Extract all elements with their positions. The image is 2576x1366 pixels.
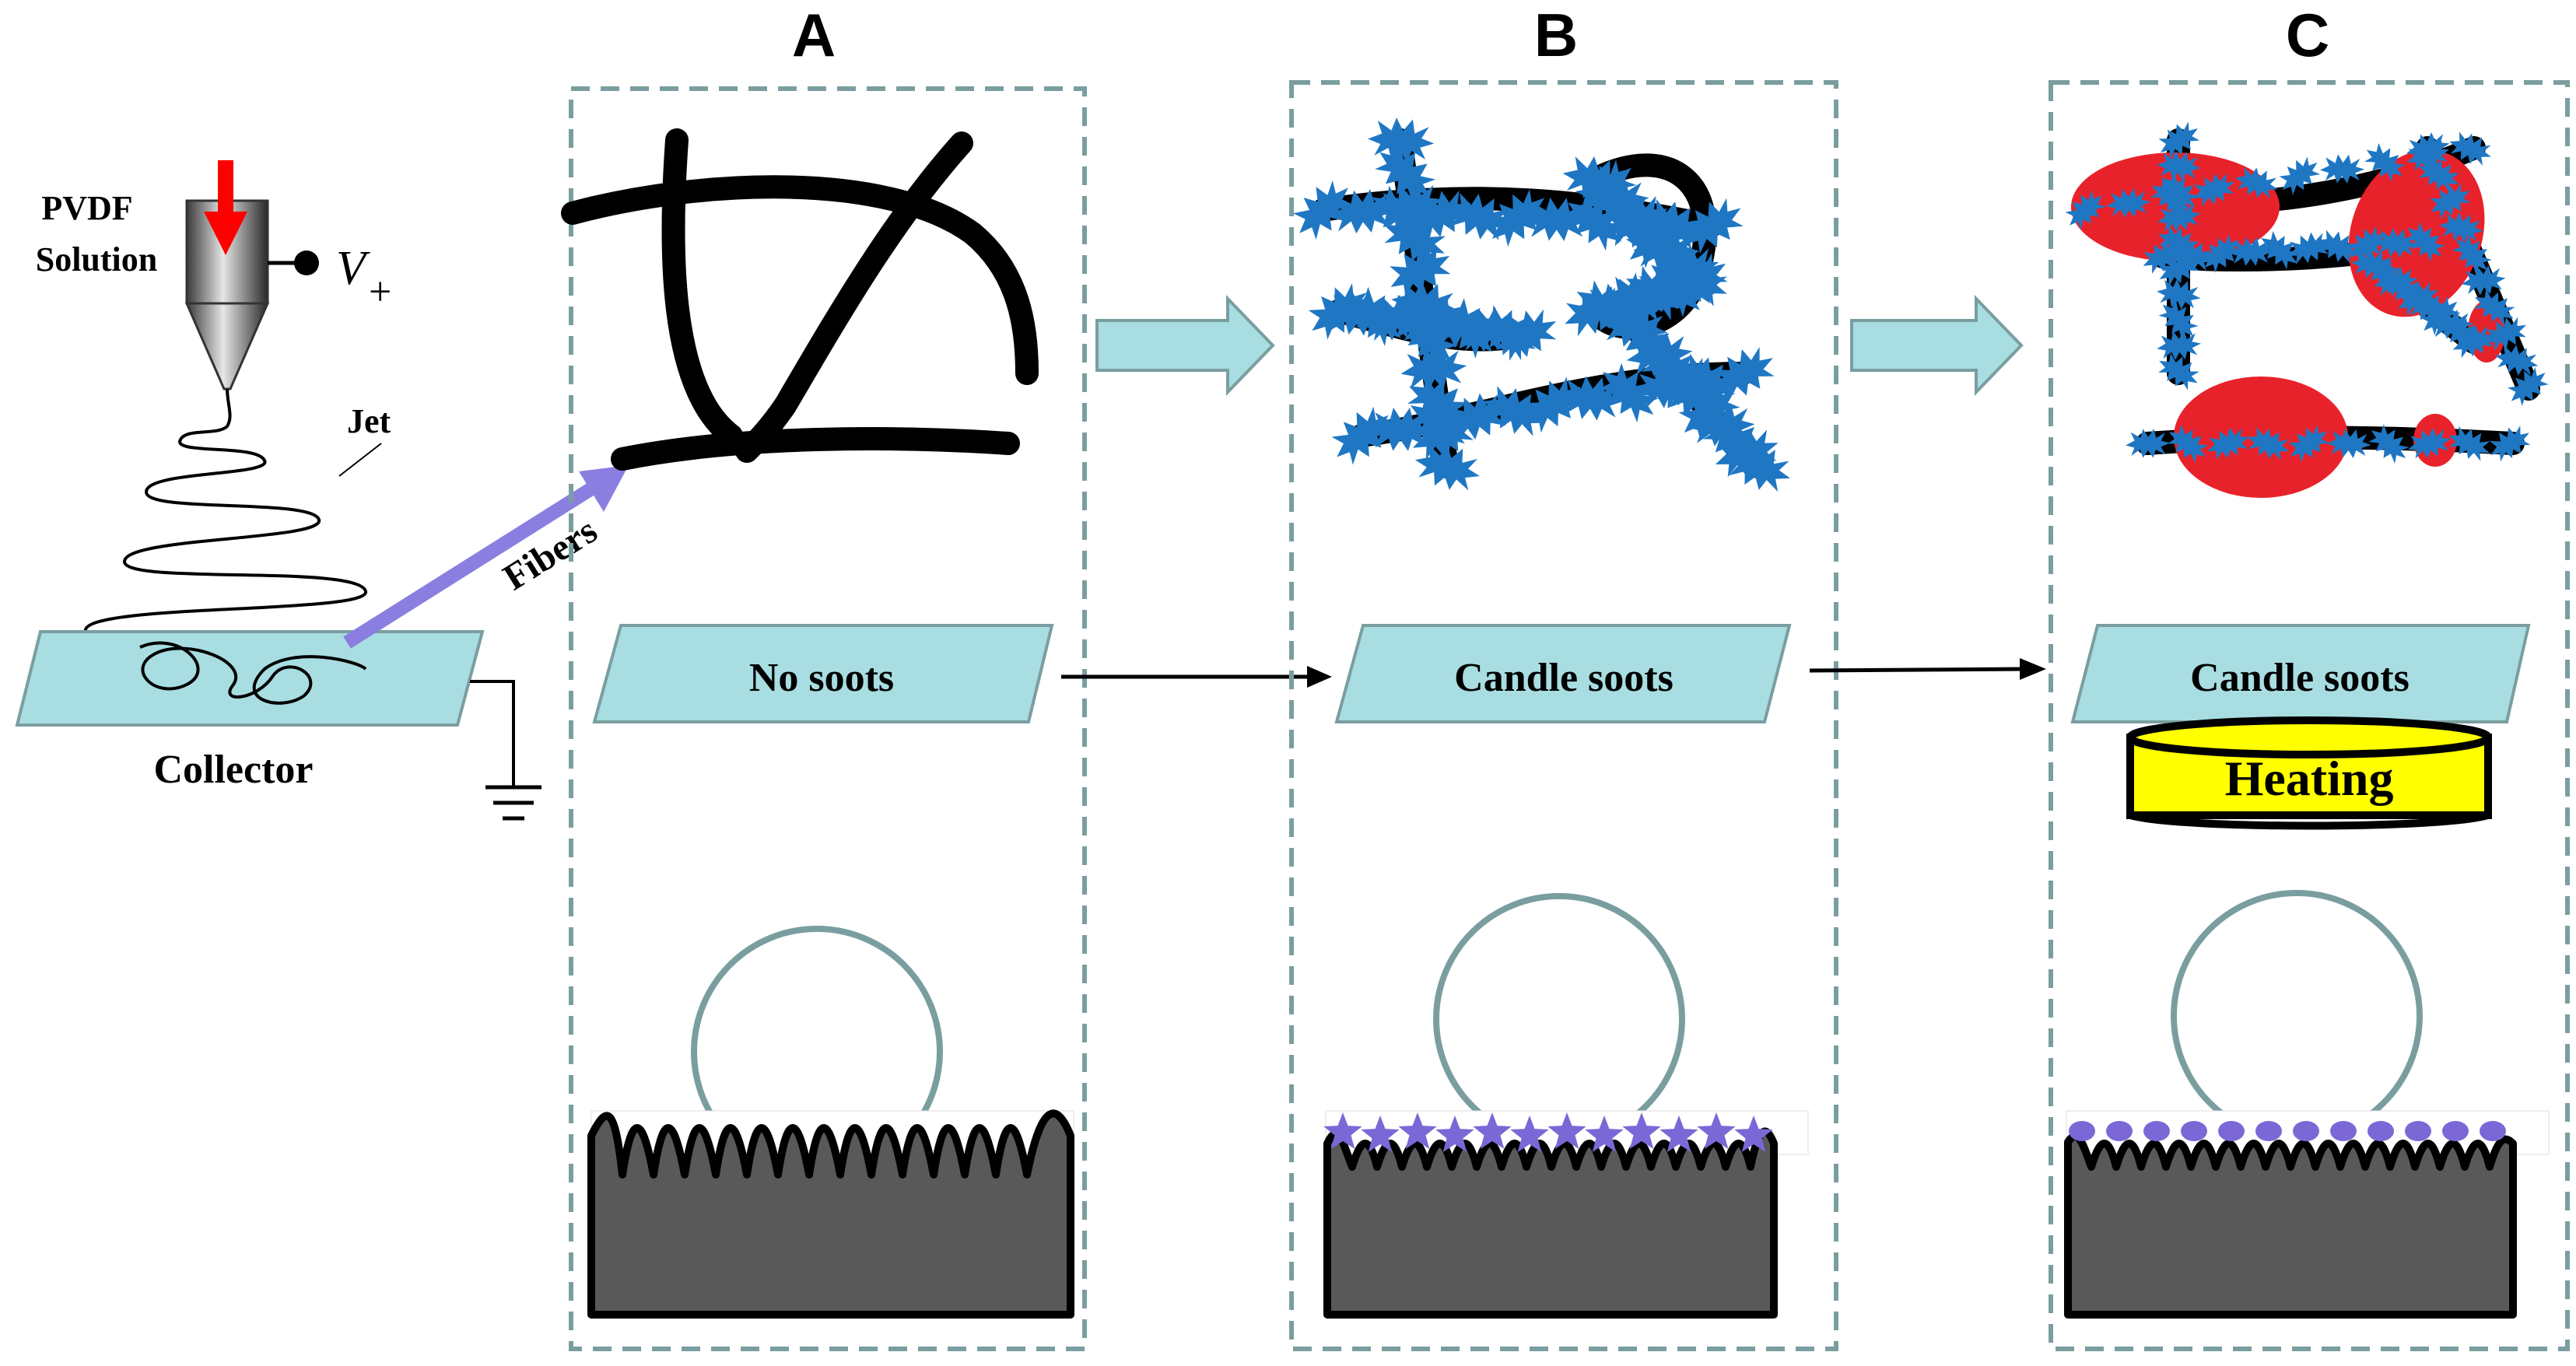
panel-c-frame (2049, 80, 2570, 1351)
connector-b-to-c (1809, 658, 2046, 680)
panel-c-label: C (2286, 1, 2329, 69)
fused-soot-particle (2069, 1121, 2095, 1141)
soot-star (1547, 1112, 1586, 1149)
solution-label-line2: Solution (36, 240, 158, 278)
block-arrow-b-to-c (1850, 295, 2024, 396)
panel-b-soot-stars (1323, 1112, 1773, 1152)
soot-star (1510, 1116, 1549, 1152)
panel-b-soot-particles (1284, 117, 1797, 498)
soot-star (1660, 1116, 1698, 1152)
panel-a-surface (587, 1109, 1074, 1319)
panel-b-collector-label: Candle soots (1454, 656, 1674, 700)
syringe-cone (184, 302, 270, 391)
fused-soot-particle (2330, 1121, 2357, 1141)
ground-symbol (485, 785, 541, 821)
panel-c-fused-particles (2069, 1121, 2506, 1141)
collector-label: Collector (153, 748, 313, 792)
soot-star (1734, 1116, 1773, 1152)
fused-soot-particle (2106, 1121, 2133, 1141)
voltage-terminal (294, 250, 319, 275)
fused-soot-particle (2367, 1121, 2394, 1141)
panel-c: C Candle soots (2049, 1, 2570, 1351)
panel-a-label: A (792, 1, 836, 69)
block-arrow-a-to-b (1095, 295, 1275, 396)
panel-a: A No soots (561, 1, 1087, 1351)
panel-b-frame (1289, 80, 1838, 1351)
heater: Heating (2126, 716, 2492, 830)
panel-c-collector (2070, 624, 2531, 723)
panel-c-fiber-network (2059, 114, 2554, 498)
heater-label: Heating (2225, 751, 2394, 806)
feed-arrow (204, 160, 247, 255)
voltage-subscript: + (369, 270, 391, 314)
panel-b-label: B (1534, 1, 1578, 69)
soot-star (1435, 1116, 1474, 1152)
soot-star (1622, 1112, 1661, 1149)
ground-wire (470, 680, 515, 786)
soot-star (1697, 1112, 1736, 1149)
deposited-fiber-mat (139, 641, 367, 705)
fibers-arrow (343, 465, 629, 649)
fused-soot-particle (2255, 1121, 2282, 1141)
fused-soot-particle (2480, 1121, 2506, 1141)
panel-b: B Candle soots (1284, 1, 1838, 1351)
soot-star (1323, 1112, 1362, 1149)
panel-b-droplet (1433, 893, 1685, 1145)
fibers-label: Fibers (496, 510, 605, 598)
collector-plate (15, 630, 485, 727)
panel-b-fiber-network (1284, 117, 1797, 498)
jet-label: Jet (347, 402, 391, 440)
fused-soot-particle (2405, 1121, 2431, 1141)
fused-soot-particle (2293, 1121, 2319, 1141)
connector-a-to-b (1061, 666, 1332, 688)
fused-soot-particle (2442, 1121, 2469, 1141)
fused-soot-particle (2218, 1121, 2245, 1141)
soot-star (1473, 1112, 1512, 1149)
panel-a-collector-label: No soots (749, 656, 894, 700)
fused-soot-particle (2143, 1121, 2170, 1141)
panel-a-fibers (561, 128, 1039, 471)
panel-a-collector (592, 624, 1054, 723)
soot-star (1398, 1112, 1437, 1149)
soot-star (1585, 1116, 1624, 1152)
panel-c-surface (2064, 1110, 2550, 1319)
fused-soot-particle (2181, 1121, 2207, 1141)
panel-b-surface (1323, 1110, 1809, 1319)
soot-star (1361, 1116, 1400, 1152)
panel-c-collector-label: Candle soots (2190, 656, 2410, 700)
electrospinning-setup: PVDF Solution V + Jet Collector Fibers (15, 160, 629, 821)
solution-label-line1: PVDF (41, 189, 132, 227)
panel-c-droplet (2171, 890, 2423, 1142)
jet-pointer (338, 443, 382, 477)
voltage-label: V (336, 242, 370, 295)
panel-b-collector (1334, 624, 1792, 723)
